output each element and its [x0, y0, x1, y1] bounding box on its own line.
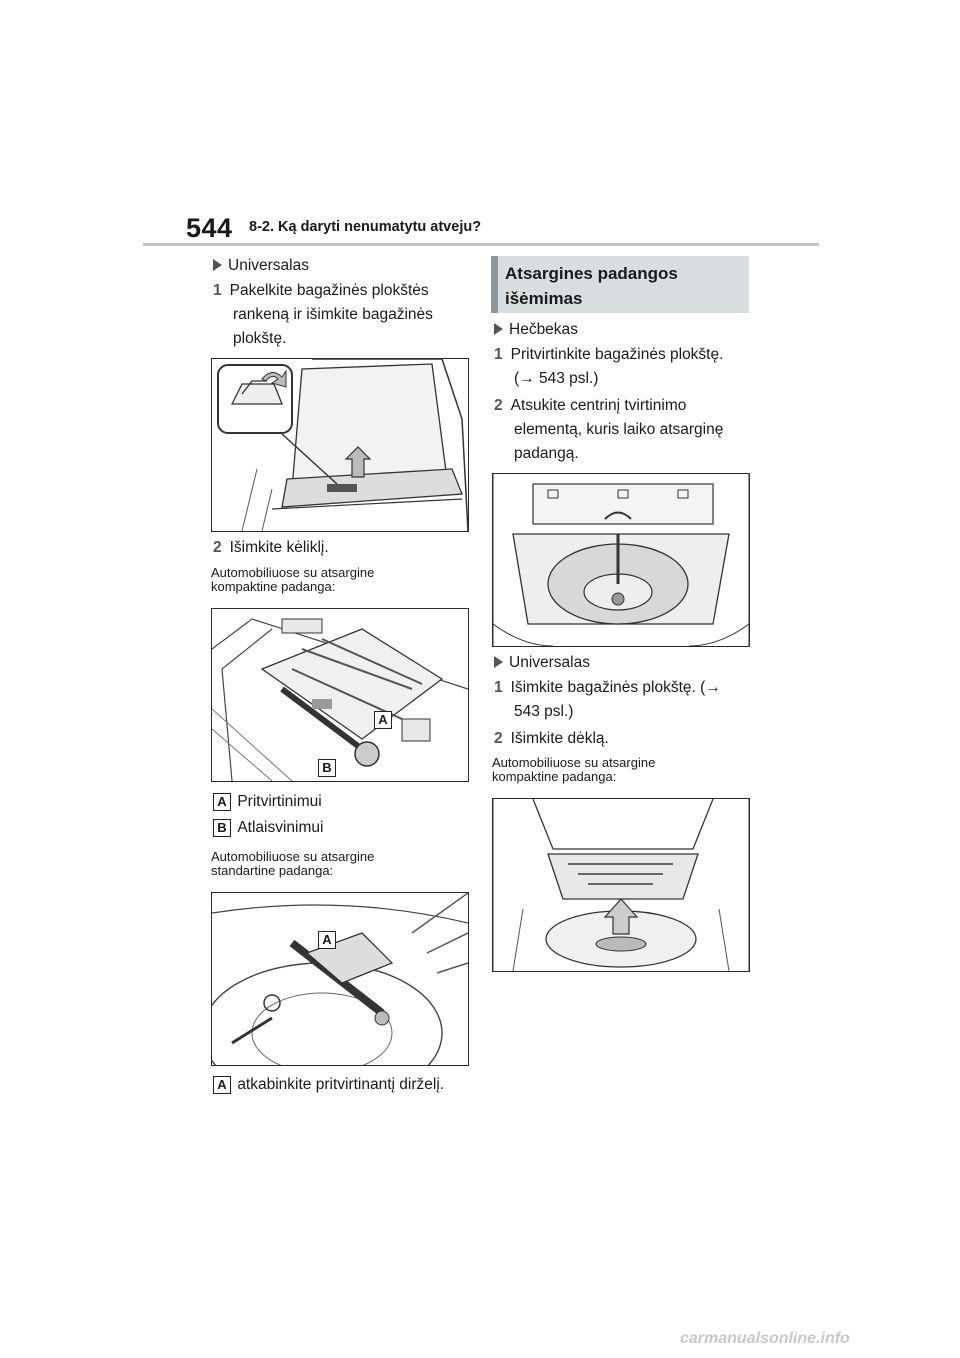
universal-heading-right: Universalas	[494, 653, 590, 673]
right-triangle-bullet-icon	[213, 259, 222, 271]
compact-note-line-2: kompaktine padanga:	[211, 579, 336, 594]
jack-standard-illustration	[212, 893, 468, 1065]
figure-trunk-board	[211, 358, 469, 532]
figure-spare-tire-hatchback	[492, 473, 750, 647]
section-box-title: Atsargines padangos išėmimas	[505, 264, 678, 308]
up-arrow-icon	[344, 446, 372, 478]
label-b-badge: B	[213, 819, 231, 837]
right-triangle-bullet-icon	[494, 656, 503, 668]
standard-note-line-2: standartine padanga:	[211, 863, 334, 878]
tray-removal-illustration	[493, 799, 749, 971]
header-divider	[143, 243, 819, 246]
right-compact-note-line-1: Automobiliuose su atsargine	[492, 755, 656, 770]
watermark: carmanualsonline.info	[680, 1330, 850, 1347]
right-step-2-line-3: padangą.	[514, 445, 579, 462]
step-number: 1	[494, 679, 503, 696]
right-step-2-line-2: elementą, kuris laiko atsarginę	[514, 421, 724, 438]
label-a-row: A Pritvirtinimui	[213, 792, 322, 812]
step-number: 1	[213, 282, 222, 299]
figure-jack-compact: A B	[211, 608, 469, 782]
label-a-badge: A	[213, 793, 231, 811]
step-1-line-3: plokštę.	[233, 330, 287, 347]
callout-a: A	[318, 931, 336, 949]
rotate-arrow-icon	[261, 369, 287, 388]
right-triangle-bullet-icon	[494, 323, 503, 335]
right-step-1-line-2: (→ 543 psl.)	[514, 370, 599, 387]
label-b-row: B Atlaisvinimui	[213, 818, 323, 838]
step-1-line-2: rankeną ir išimkite bagažinės	[233, 306, 433, 323]
right-compact-note-line-2: kompaktine padanga:	[492, 769, 617, 784]
section-box-accent	[491, 256, 498, 313]
step-number: 1	[494, 346, 503, 363]
jack-compact-illustration	[212, 618, 468, 781]
rotate-arrow-icon	[604, 511, 632, 520]
page-number: 544	[186, 213, 233, 243]
step-number: 2	[213, 539, 222, 556]
label-a-final-row: A atkabinkite pritvirtinantį dirželį.	[213, 1075, 444, 1095]
universal-heading: Universalas	[213, 256, 309, 276]
figure-tray-removal	[492, 798, 750, 972]
section-box	[491, 256, 749, 313]
right-ustep-1-line-2: 543 psl.)	[514, 703, 574, 720]
callout-a: A	[374, 711, 392, 729]
up-arrow-icon	[603, 898, 639, 935]
trunk-board-illustration	[217, 359, 468, 531]
compact-note-line-1: Automobiliuose su atsargine	[211, 565, 375, 580]
hatchback-heading: Hečbekas	[494, 320, 578, 340]
callout-b: B	[318, 759, 336, 777]
label-a-badge: A	[213, 1076, 231, 1094]
figure-jack-standard: A	[211, 892, 469, 1066]
standard-note-line-1: Automobiliuose su atsargine	[211, 849, 375, 864]
step-number: 2	[494, 730, 503, 747]
spare-tire-hatchback-illustration	[493, 474, 749, 646]
step-number: 2	[494, 397, 503, 414]
section-title: 8-2. Ką daryti nenumatytu atveju?	[249, 219, 482, 235]
